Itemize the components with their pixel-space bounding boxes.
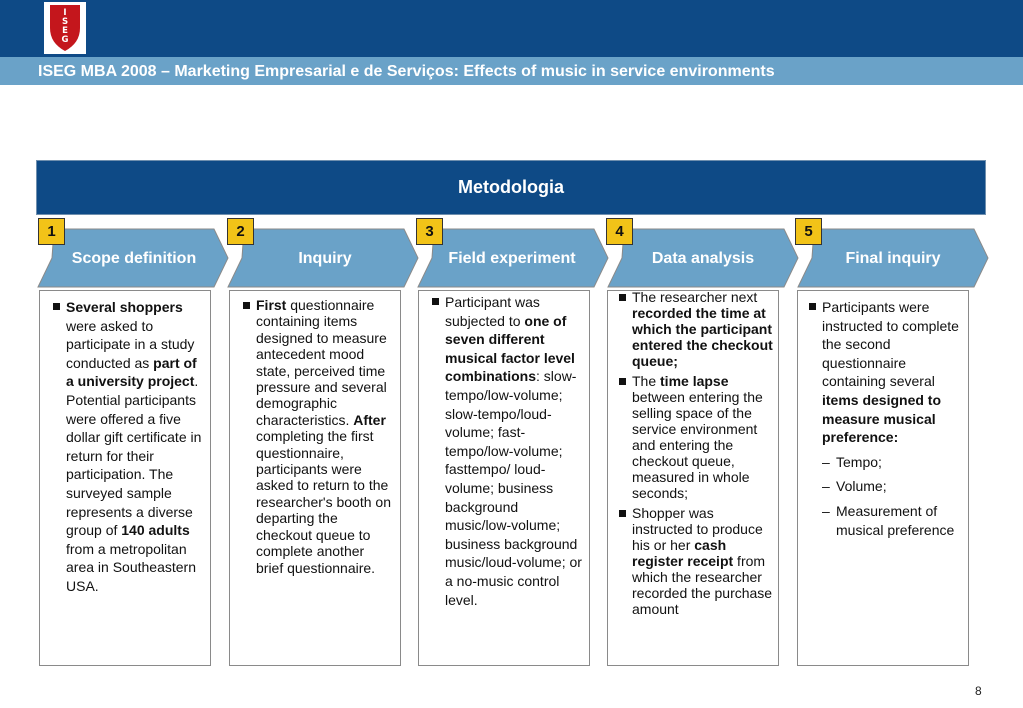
- analysis-bullet-2: The time lapse between entering the sell…: [616, 373, 776, 501]
- chevron-step-2: [227, 228, 419, 288]
- inquiry-bullet: First questionnaire containing items des…: [240, 297, 394, 576]
- final-bullet: Participants were instructed to complete…: [806, 298, 962, 447]
- card-final-inquiry: Participants were instructed to complete…: [797, 290, 969, 666]
- chevron-step-5: [797, 228, 989, 288]
- final-sub-item: Tempo;: [806, 453, 962, 472]
- methodology-banner: Metodologia: [36, 160, 986, 215]
- step-label-1: Scope definition: [71, 249, 197, 267]
- page-title: ISEG MBA 2008 – Marketing Empresarial e …: [38, 63, 775, 80]
- final-sub-item: Volume;: [806, 477, 962, 496]
- step-label-4: Data analysis: [651, 249, 755, 267]
- final-sub-item: Measurement of musical preference: [806, 502, 962, 539]
- methodology-title: Metodologia: [458, 177, 564, 197]
- analysis-bullet-3: Shopper was instructed to produce his or…: [616, 505, 776, 617]
- chevron-step-4: [607, 228, 799, 288]
- step-label-5: Final inquiry: [845, 249, 941, 267]
- step-badge-3: 3: [416, 218, 443, 245]
- card-inquiry: First questionnaire containing items des…: [229, 290, 401, 666]
- step-badge-1: 1: [38, 218, 65, 245]
- iseg-logo: I S E G: [44, 2, 86, 54]
- field-bullet: Participant was subjected to one of seve…: [429, 293, 585, 609]
- svg-text:E: E: [62, 26, 68, 36]
- card-data-analysis: The researcher next recorded the time at…: [607, 289, 779, 666]
- chevron-step-1: [37, 228, 229, 288]
- step-badge-2: 2: [227, 218, 254, 245]
- step-badge-5: 5: [795, 218, 822, 245]
- chevron-step-3: [417, 228, 609, 288]
- analysis-bullet-1: The researcher next recorded the time at…: [616, 289, 776, 369]
- scope-bullet: Several shoppers were asked to participa…: [50, 298, 204, 596]
- header-band: [0, 0, 1023, 57]
- card-field-experiment: Participant was subjected to one of seve…: [418, 290, 590, 666]
- title-band: [0, 57, 1023, 85]
- card-scope-definition: Several shoppers were asked to participa…: [39, 290, 211, 666]
- svg-text:G: G: [62, 35, 69, 45]
- step-badge-4: 4: [606, 218, 633, 245]
- svg-text:I: I: [63, 8, 66, 18]
- page-number: 8: [975, 684, 982, 698]
- step-label-2: Inquiry: [298, 249, 352, 267]
- step-label-3: Field experiment: [448, 249, 576, 267]
- svg-text:S: S: [62, 17, 68, 27]
